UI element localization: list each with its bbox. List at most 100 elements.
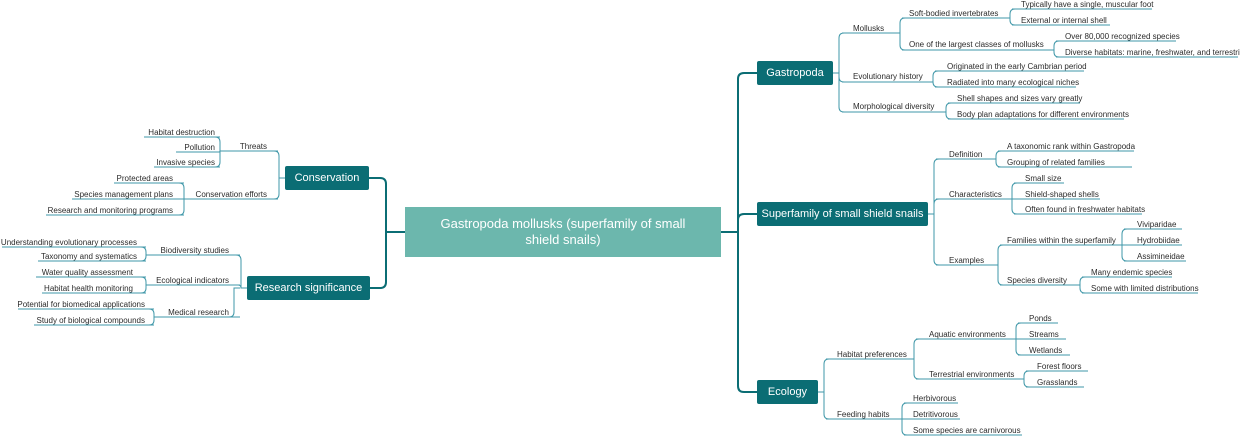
connector-line	[940, 102, 952, 113]
node-morphological-diversity[interactable]: Morphological diversity	[853, 102, 935, 111]
connector-line	[908, 338, 920, 360]
leaf-biological-compounds[interactable]: Study of biological compounds	[36, 316, 145, 325]
leaf-taxonomy-systematics[interactable]: Taxonomy and systematics	[40, 252, 137, 261]
leaf-detritivorous[interactable]: Detritivorous	[913, 410, 958, 419]
node-evolutionary-history[interactable]: Evolutionary history	[853, 72, 923, 81]
leaf-herbivorous[interactable]: Herbivorous	[913, 394, 957, 403]
connector-line	[140, 246, 152, 256]
connector-line	[148, 308, 160, 318]
leaf-ecological-niches[interactable]: Radiated into many ecological niches	[947, 78, 1080, 87]
node-families-within[interactable]: Families within the superfamily	[1007, 236, 1116, 245]
leaf-viviparidae[interactable]: Viviparidae	[1137, 220, 1177, 229]
leaf-body-plan[interactable]: Body plan adaptations for different envi…	[957, 110, 1129, 119]
leaf-evolutionary-processes[interactable]: Understanding evolutionary processes	[0, 238, 137, 247]
connector-line	[214, 136, 226, 152]
leaf-invasive-species[interactable]: Invasive species	[156, 158, 215, 167]
leaf-ponds[interactable]: Ponds	[1029, 314, 1052, 323]
leaf-freshwater-habitats[interactable]: Often found in freshwater habitats	[1025, 205, 1146, 214]
node-biodiversity-studies[interactable]: Biodiversity studies	[160, 246, 229, 255]
connector-line	[1048, 40, 1060, 51]
connector-line	[140, 254, 152, 262]
leaf-assimineidae[interactable]: Assimineidae	[1137, 252, 1185, 261]
connector-line	[1010, 322, 1022, 340]
leaf-forest-floors[interactable]: Forest floors	[1037, 362, 1082, 371]
node-ecological-indicators[interactable]: Ecological indicators	[156, 276, 229, 285]
topic-research-significance[interactable]: Research significance	[247, 276, 370, 300]
node-mollusks[interactable]: Mollusks	[853, 24, 885, 33]
connector-line	[927, 70, 939, 83]
node-habitat-preferences[interactable]: Habitat preferences	[837, 350, 907, 359]
node-definition[interactable]: Definition	[949, 150, 983, 159]
leaf-biomedical-applications[interactable]: Potential for biomedical applications	[17, 300, 145, 309]
node-largest-classes[interactable]: One of the largest classes of mollusks	[909, 40, 1044, 49]
connector-line	[1018, 378, 1030, 388]
connector-line	[990, 158, 1002, 168]
leaf-80000-species[interactable]: Over 80,000 recognized species	[1065, 32, 1180, 41]
connector-line	[818, 358, 830, 393]
connector-line	[896, 418, 908, 436]
leaf-streams[interactable]: Streams	[1029, 330, 1059, 339]
leaf-species-management[interactable]: Species management plans	[74, 190, 173, 199]
leaf-research-monitoring[interactable]: Research and monitoring programs	[47, 206, 173, 215]
topic-conservation[interactable]: Conservation	[285, 166, 369, 190]
connector-line	[992, 264, 1004, 286]
leaf-muscular-foot[interactable]: Typically have a single, muscular foot	[1021, 0, 1154, 9]
root-topic[interactable]: Gastropoda mollusks (superfamily of smal…	[405, 207, 721, 257]
leaf-diverse-habitats[interactable]: Diverse habitats: marine, freshwater, an…	[1065, 48, 1240, 57]
connector-line	[894, 32, 906, 51]
connector-line	[369, 177, 405, 233]
topic-gastropoda[interactable]: Gastropoda	[757, 61, 833, 85]
leaf-habitat-health[interactable]: Habitat health monitoring	[44, 284, 133, 293]
leaf-carnivorous[interactable]: Some species are carnivorous	[913, 426, 1021, 435]
leaf-protected-areas[interactable]: Protected areas	[116, 174, 173, 183]
connector-line	[1006, 198, 1018, 215]
leaf-hydrobiidae[interactable]: Hydrobiidae	[1137, 236, 1180, 245]
connector-line	[721, 72, 757, 233]
connector-line	[990, 150, 1002, 160]
connector-line	[908, 358, 920, 380]
connector-line	[1006, 182, 1018, 200]
connector-line	[273, 177, 285, 200]
node-species-diversity[interactable]: Species diversity	[1007, 276, 1068, 285]
node-characteristics[interactable]: Characteristics	[949, 190, 1002, 199]
topic-ecology[interactable]: Ecology	[757, 380, 818, 404]
topic-superfamily[interactable]: Superfamily of small shield snails	[757, 202, 928, 226]
connector-line	[228, 287, 240, 318]
node-soft-bodied-invertebrates[interactable]: Soft-bodied invertebrates	[909, 9, 999, 18]
connector-line	[927, 81, 939, 88]
leaf-habitat-destruction[interactable]: Habitat destruction	[148, 128, 215, 137]
node-aquatic-environments[interactable]: Aquatic environments	[929, 330, 1006, 339]
node-feeding-habits[interactable]: Feeding habits	[837, 410, 890, 419]
leaf-small-size[interactable]: Small size	[1025, 174, 1062, 183]
leaf-taxonomic-rank[interactable]: A taxonomic rank within Gastropoda	[1007, 142, 1136, 151]
connector-line	[1004, 17, 1016, 26]
leaf-wetlands[interactable]: Wetlands	[1029, 346, 1063, 355]
leaf-external-internal-shell[interactable]: External or internal shell	[1021, 16, 1107, 25]
leaf-shell-shapes[interactable]: Shell shapes and sizes vary greatly	[957, 94, 1083, 103]
connector-line	[1116, 228, 1128, 246]
connector-line	[178, 182, 190, 200]
leaf-cambrian-origin[interactable]: Originated in the early Cambrian period	[947, 62, 1087, 71]
connector-line	[140, 276, 152, 286]
connector-line	[721, 213, 757, 233]
connector-line	[1074, 276, 1086, 286]
connector-line	[1074, 284, 1086, 294]
connector-line	[721, 231, 757, 393]
node-threats[interactable]: Threats	[239, 142, 267, 151]
connector-line	[940, 111, 952, 120]
leaf-shield-shaped-shells[interactable]: Shield-shaped shells	[1025, 190, 1099, 199]
node-examples[interactable]: Examples	[949, 256, 985, 265]
leaf-pollution[interactable]: Pollution	[184, 143, 215, 152]
node-terrestrial-environments[interactable]: Terrestrial environments	[929, 370, 1015, 379]
node-medical-research[interactable]: Medical research	[168, 308, 229, 317]
leaf-limited-distributions[interactable]: Some with limited distributions	[1091, 284, 1199, 293]
leaf-water-quality[interactable]: Water quality assessment	[41, 268, 133, 277]
node-conservation-efforts[interactable]: Conservation efforts	[195, 190, 267, 199]
leaf-endemic-species[interactable]: Many endemic species	[1091, 268, 1173, 277]
leaf-grasslands[interactable]: Grasslands	[1037, 378, 1078, 387]
connector-line	[273, 150, 285, 179]
connector-line	[833, 32, 845, 74]
connector-line	[1010, 338, 1022, 356]
leaf-related-families[interactable]: Grouping of related families	[1007, 158, 1105, 167]
